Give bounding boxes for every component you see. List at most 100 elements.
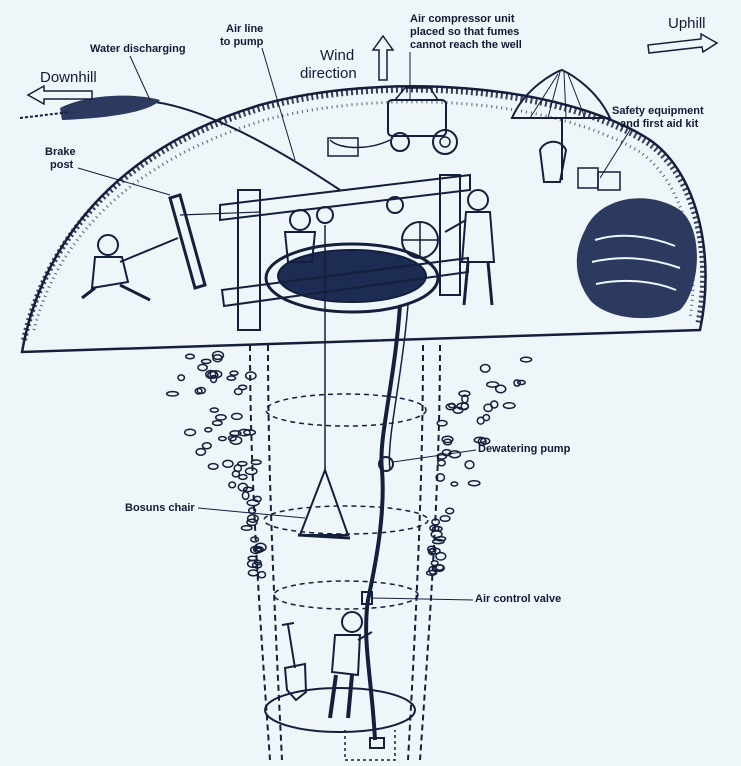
pebble	[516, 379, 526, 386]
pebble	[165, 390, 180, 397]
arrow-up-icon	[371, 34, 395, 81]
pebble	[246, 559, 259, 568]
pebble	[247, 569, 259, 577]
bosuns-leader	[197, 507, 306, 519]
pebble	[228, 481, 237, 489]
pebble	[244, 467, 258, 476]
pebble	[237, 428, 251, 437]
pebble	[430, 559, 439, 567]
bosuns-chair	[297, 225, 351, 540]
pebble	[513, 379, 521, 387]
pebble	[439, 514, 451, 523]
pebble	[502, 402, 516, 410]
pebble	[238, 473, 248, 481]
pebble	[428, 547, 441, 555]
dewatering-pump	[378, 456, 394, 472]
soil-cone	[165, 344, 533, 761]
pebble	[444, 507, 455, 515]
pebble	[437, 459, 446, 467]
pebble	[485, 381, 500, 388]
pebble	[209, 369, 223, 379]
pebble	[435, 551, 447, 561]
pebble	[435, 564, 445, 571]
pebble	[211, 419, 223, 427]
bush-right	[576, 198, 697, 319]
pebble	[452, 406, 464, 414]
pebble	[476, 416, 485, 425]
pebble	[494, 384, 507, 394]
air-hose	[361, 304, 409, 749]
pebble	[244, 371, 257, 381]
pebble	[231, 470, 241, 478]
pebble	[222, 459, 234, 468]
safety-label-1: Safety equipment	[612, 105, 704, 117]
pebble	[519, 356, 533, 363]
pebble	[209, 407, 220, 413]
downhill-group: Downhill	[26, 69, 97, 106]
wind-label-2: direction	[300, 65, 357, 82]
pebble	[204, 426, 213, 433]
brake-label-2: post	[50, 159, 74, 171]
compressor-icon	[327, 87, 458, 157]
pebble	[473, 436, 487, 444]
brake-post	[168, 193, 261, 290]
pebble	[429, 524, 440, 532]
pebble	[207, 462, 219, 470]
compressor-label-1: Air compressor unit	[410, 13, 515, 25]
pebble	[201, 442, 212, 450]
wind-label-1: Wind	[320, 47, 354, 64]
pebble	[436, 419, 448, 427]
worker-icon	[81, 234, 179, 302]
pebble	[205, 369, 217, 380]
brake-label-1: Brake	[45, 146, 76, 158]
ground-mound	[20, 85, 707, 354]
pebble	[253, 547, 263, 554]
air-line-label-2: to pump	[220, 36, 264, 48]
pebble	[425, 569, 438, 576]
pebble	[195, 447, 207, 456]
downhill-label: Downhill	[40, 69, 97, 86]
worker-icon	[283, 209, 317, 263]
pebble	[253, 495, 262, 503]
uphill-label: Uphill	[668, 15, 706, 32]
pebble	[237, 384, 248, 391]
pebble	[197, 363, 208, 372]
brake-leader	[77, 167, 171, 196]
pebble	[230, 412, 243, 421]
wind-group: Wind direction	[300, 34, 395, 82]
compressor-label-3: cannot reach the well	[410, 39, 522, 51]
pebble	[177, 374, 186, 382]
pebble	[250, 536, 260, 543]
arrow-right-icon	[647, 32, 719, 54]
pebble	[242, 486, 254, 493]
pebble	[458, 390, 471, 398]
pebble	[257, 570, 267, 579]
pebble	[435, 472, 446, 482]
worker-icon	[444, 189, 496, 306]
pebble	[237, 460, 248, 467]
pebble	[227, 434, 237, 442]
air-line-leader	[261, 47, 296, 161]
pebble	[211, 350, 225, 361]
air-valve-leader	[371, 597, 474, 601]
pebble	[464, 460, 475, 470]
pebble	[250, 459, 262, 466]
uphill-group: Uphill	[647, 15, 719, 54]
compressor-label-2: placed so that fumes	[410, 26, 519, 38]
air-control-valve-label: Air control valve	[475, 593, 561, 605]
pebble	[196, 386, 207, 395]
umbrella-icon	[510, 68, 621, 191]
pebble	[426, 545, 437, 553]
arrow-left-icon	[26, 84, 93, 106]
pebble	[246, 514, 259, 523]
pebble	[254, 542, 267, 553]
pebble	[246, 518, 258, 527]
pebble	[241, 491, 250, 501]
pebble	[441, 435, 454, 444]
pebble	[246, 499, 260, 507]
water-discharging-label: Water discharging	[90, 43, 186, 55]
pebble	[479, 363, 491, 373]
dewatering-pump-label: Dewatering pump	[478, 443, 571, 455]
